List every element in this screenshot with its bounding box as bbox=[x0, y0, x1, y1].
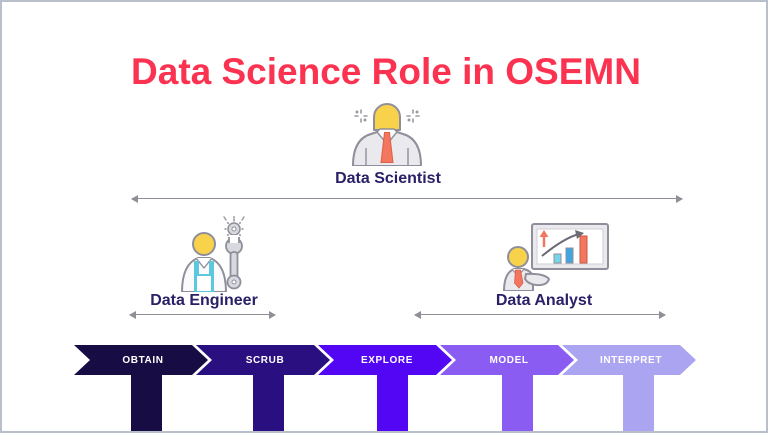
data-engineer-scope-arrow bbox=[129, 310, 276, 319]
process-step-obtain: OBTAIN bbox=[74, 345, 208, 375]
data-scientist-scope-arrow bbox=[131, 194, 683, 203]
role-label-data-analyst: Data Analyst bbox=[495, 292, 593, 309]
process-step-label: MODEL bbox=[489, 354, 529, 366]
person-presenting-chart-icon bbox=[502, 223, 614, 296]
role-label-data-engineer: Data Engineer bbox=[150, 292, 258, 309]
process-step-label: OBTAIN bbox=[122, 354, 164, 366]
data-analyst-scope-arrow bbox=[414, 310, 666, 319]
person-with-wrench-icon bbox=[172, 215, 257, 297]
process-step-label: INTERPRET bbox=[599, 354, 663, 366]
role-label-data-scientist: Data Scientist bbox=[335, 170, 441, 187]
process-step-label: EXPLORE bbox=[361, 354, 413, 366]
process-step-scrub: SCRUB bbox=[196, 345, 330, 375]
process-step-label: SCRUB bbox=[245, 354, 285, 366]
process-step-interpret: INTERPRET bbox=[562, 345, 696, 375]
page-title: Data Science Role in OSEMN bbox=[131, 51, 641, 92]
person-with-tie-icon bbox=[349, 102, 425, 171]
slide-bottom-edge bbox=[2, 431, 766, 433]
process-step-model: MODEL bbox=[440, 345, 574, 375]
process-step-explore: EXPLORE bbox=[318, 345, 452, 375]
